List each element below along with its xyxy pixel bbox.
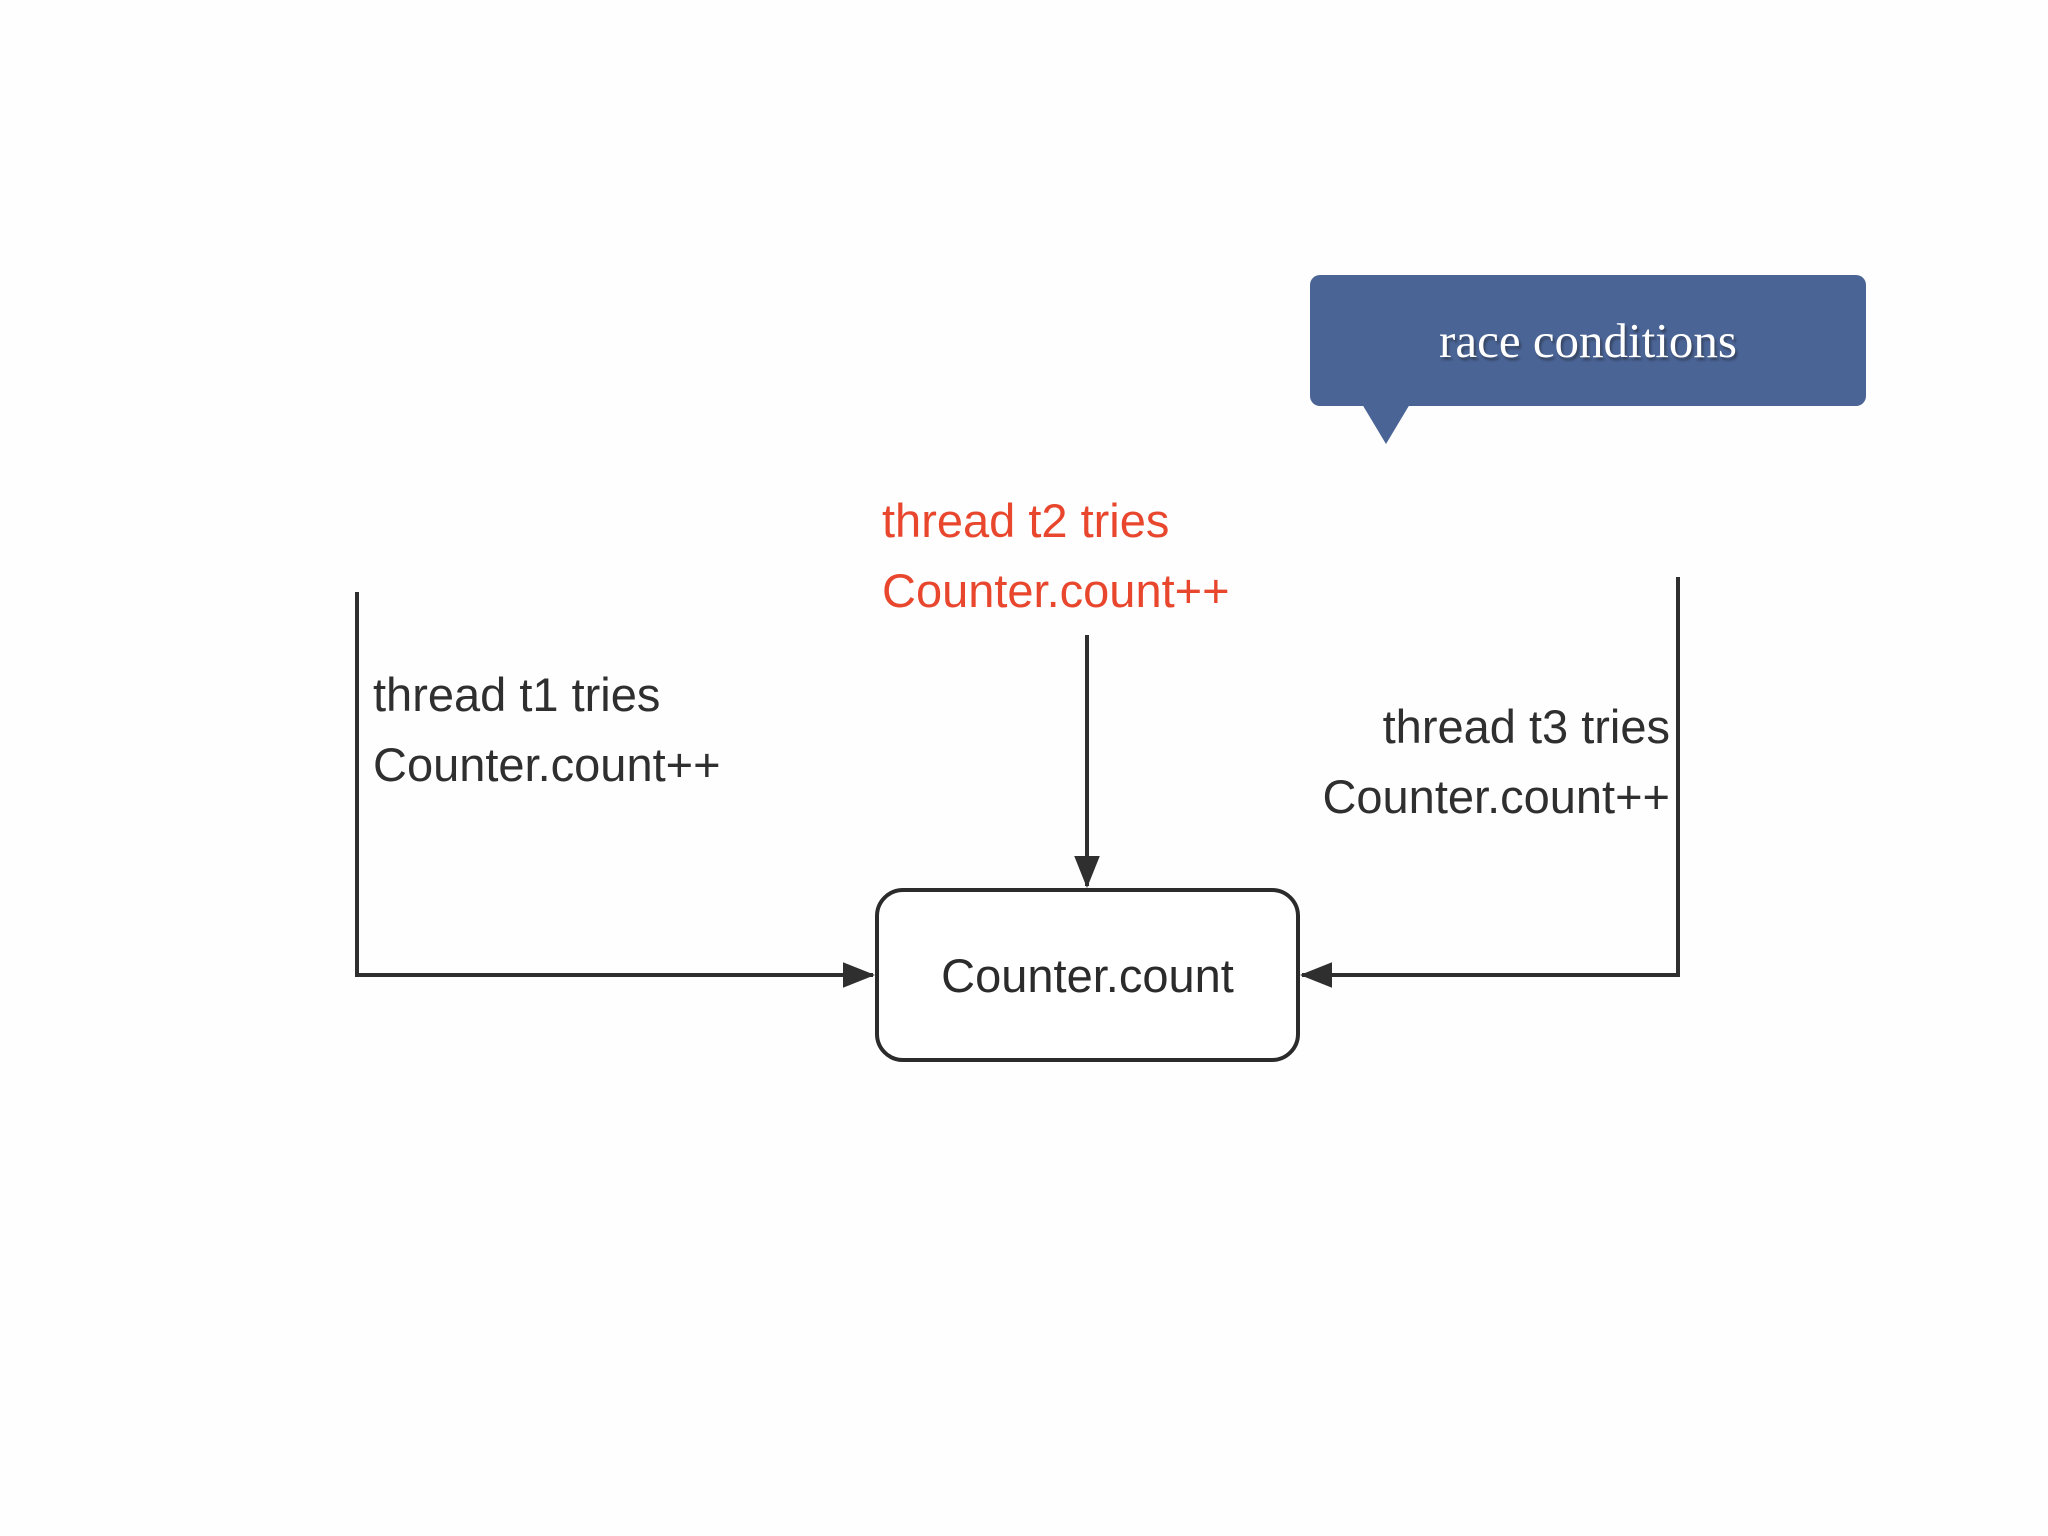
race-conditions-callout: race conditions — [1310, 275, 1866, 406]
counter-count-box: Counter.count — [875, 888, 1300, 1062]
thread-t3-line1: thread t3 tries — [1382, 700, 1670, 753]
thread-t2-line2: Counter.count++ — [882, 564, 1230, 617]
thread-t1-line2: Counter.count++ — [373, 738, 721, 791]
thread-t1-arrow — [355, 592, 875, 988]
race-conditions-label: race conditions — [1439, 313, 1737, 368]
counter-count-label: Counter.count — [941, 948, 1234, 1002]
thread-t1-label: thread t1 tries Counter.count++ — [373, 660, 721, 800]
thread-t2-line1: thread t2 tries — [882, 494, 1170, 547]
callout-tail — [1362, 404, 1410, 444]
thread-t2-label: thread t2 tries Counter.count++ — [882, 486, 1230, 626]
thread-t3-label: thread t3 tries Counter.count++ — [1322, 692, 1670, 832]
thread-t1-line1: thread t1 tries — [373, 668, 661, 721]
thread-t3-line2: Counter.count++ — [1322, 770, 1670, 823]
thread-t3-arrow — [1300, 577, 1680, 988]
